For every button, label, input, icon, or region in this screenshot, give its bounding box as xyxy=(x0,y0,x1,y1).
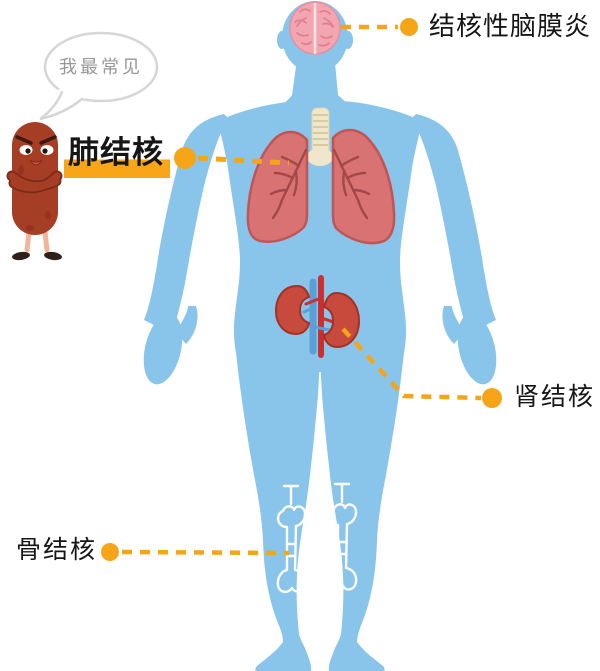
meningitis-label: 结核性脑膜炎 xyxy=(429,11,592,41)
thumb-right xyxy=(442,306,464,344)
bone-label: 骨结核 xyxy=(16,536,98,564)
arm-right xyxy=(412,114,496,334)
speech-bubble-text: 我最常见 xyxy=(59,57,143,77)
callout-line-bone xyxy=(121,549,290,556)
leg-right xyxy=(320,330,406,671)
brain-graphic xyxy=(289,1,341,55)
leg-left xyxy=(234,330,320,671)
callout-dots xyxy=(101,18,502,561)
renal-label: 肾结核 xyxy=(514,383,596,411)
ear-right xyxy=(343,31,353,49)
pulmonary-label: 肺结核 xyxy=(64,134,170,179)
shoe-left xyxy=(12,251,30,261)
callout-lines xyxy=(121,24,482,556)
arm-left xyxy=(144,114,228,334)
hand-left xyxy=(143,313,183,385)
neck xyxy=(268,52,364,112)
ear-left xyxy=(277,31,287,49)
callout-dot-meningitis xyxy=(400,18,418,36)
trachea-graphic xyxy=(307,107,333,166)
thumb-left xyxy=(176,306,198,344)
callout-dot-renal xyxy=(482,388,502,408)
kidneys-graphic xyxy=(274,275,361,358)
callout-line-renal xyxy=(341,327,482,401)
lungs-graphic xyxy=(246,128,396,245)
tongue xyxy=(29,159,43,166)
callout-line-pulmonary xyxy=(197,155,290,166)
speech-bubble xyxy=(39,31,159,121)
tb-bacterium-character xyxy=(6,122,63,261)
leg-bone-left xyxy=(276,484,307,593)
shoe-right xyxy=(44,251,62,261)
leg-bone-right xyxy=(327,482,358,591)
hand-right xyxy=(457,313,497,385)
callout-dot-bone xyxy=(101,543,119,561)
callout-dot-pulmonary xyxy=(174,147,196,169)
